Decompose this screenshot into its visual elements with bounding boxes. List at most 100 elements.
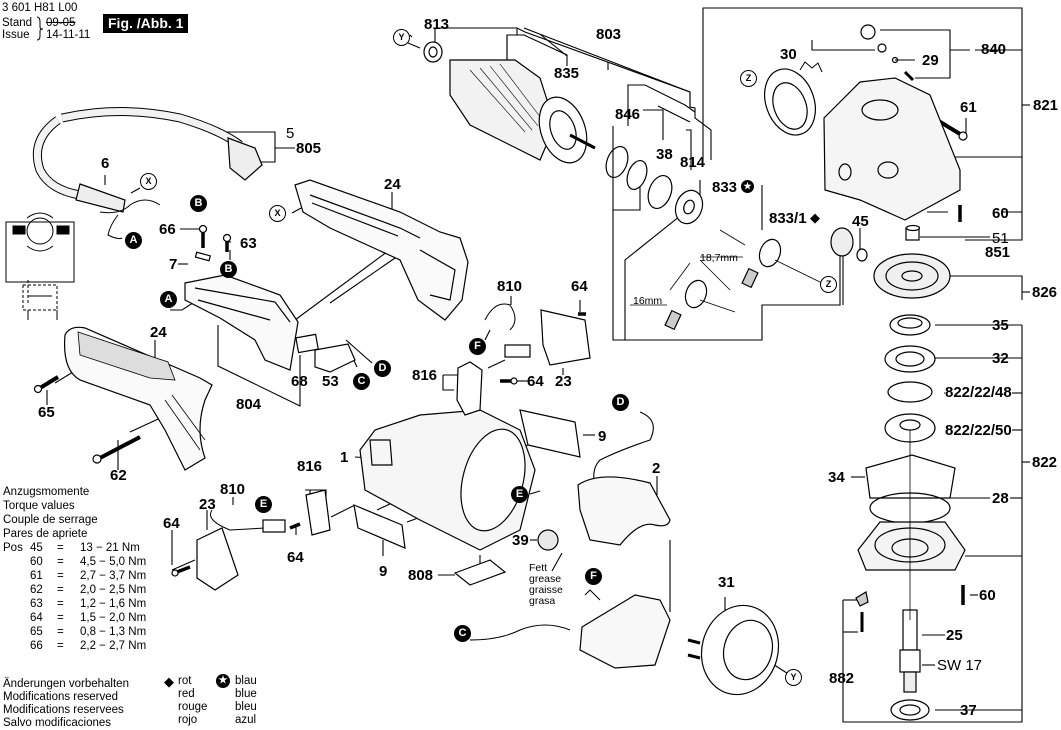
- part-label-7: 7: [169, 256, 178, 273]
- part-label-23-top: 23: [555, 373, 572, 390]
- connector-b-cord: B: [190, 195, 207, 212]
- connector-f-coil: F: [585, 568, 602, 585]
- torque-value: 2,7 − 3,7 Nm: [80, 570, 147, 582]
- blue-star-icon: ★: [741, 180, 754, 193]
- torque-equals: =: [57, 556, 64, 568]
- part-label-803: 803: [596, 26, 622, 43]
- spindle-assembly-822: [855, 314, 966, 721]
- torque-pos: 45: [30, 542, 43, 554]
- connector-d-coil: D: [612, 394, 629, 411]
- part-label-sw17: SW 17: [937, 657, 983, 674]
- part-label-2: 2: [652, 460, 661, 477]
- part-label-9-top: 9: [598, 428, 607, 445]
- torque-value: 2,0 − 2,5 Nm: [80, 584, 147, 596]
- part-label-31: 31: [718, 574, 735, 591]
- grease-note-en: grease: [529, 573, 562, 585]
- part-label-810-bottom: 810: [220, 481, 246, 498]
- part-label-34: 34: [828, 469, 845, 486]
- grease-note-es: grasa: [529, 595, 556, 607]
- marker-x-handle: X: [269, 205, 286, 222]
- part-label-833: 833: [712, 179, 738, 196]
- torque-value: 13 − 21 Nm: [80, 542, 140, 554]
- torque-equals: =: [57, 640, 64, 652]
- torque-title-es: Pares de apriete: [3, 528, 88, 540]
- connector-c-coil: C: [454, 625, 471, 642]
- torque-pos: 61: [30, 570, 43, 582]
- marker-y-top: Y: [393, 29, 410, 46]
- part-label-835: 835: [554, 65, 580, 82]
- power-cord-drawing: [32, 107, 263, 240]
- torque-pos: 62: [30, 584, 43, 596]
- modifications-es: Salvo modificaciones: [3, 717, 112, 729]
- part-label-64-brush: 64: [527, 373, 544, 390]
- part-label-813: 813: [424, 16, 450, 33]
- torque-title-en: Torque values: [3, 500, 75, 512]
- part-label-814: 814: [680, 154, 706, 171]
- dimension-18-7mm: 18,7mm: [700, 252, 738, 264]
- connector-b-switch: B: [220, 261, 237, 278]
- blue-label-de: blau: [235, 675, 257, 687]
- red-label-de: rot: [178, 675, 192, 687]
- part-label-840: 840: [981, 41, 1007, 58]
- part-label-38: 38: [656, 146, 673, 163]
- red-label-es: rojo: [178, 714, 198, 726]
- part-label-6: 6: [101, 155, 110, 172]
- part-label-35: 35: [992, 317, 1009, 334]
- connector-c-switch: C: [353, 373, 370, 390]
- torque-pos: 65: [30, 626, 43, 638]
- connector-e-coil: E: [511, 486, 528, 503]
- part-label-5: 5: [286, 125, 295, 142]
- part-label-882: 882: [829, 670, 855, 687]
- part-label-822-22-50: 822/22/50: [945, 422, 1012, 439]
- torque-equals: =: [57, 542, 64, 554]
- part-label-53: 53: [322, 373, 339, 390]
- stand-label: Stand: [2, 17, 33, 29]
- torque-equals: =: [57, 626, 64, 638]
- part-label-851: 851: [985, 244, 1011, 261]
- part-label-9-bottom: 9: [379, 563, 388, 580]
- torque-value: 1,5 − 2,0 Nm: [80, 612, 147, 624]
- part-label-64-cover: 64: [571, 278, 588, 295]
- part-label-60-housing: 60: [992, 205, 1009, 222]
- part-label-826: 826: [1032, 284, 1058, 301]
- armature-drawing: [423, 41, 596, 164]
- connector-d-switch: D: [374, 360, 391, 377]
- part-label-28: 28: [992, 490, 1009, 507]
- red-label-fr: rouge: [178, 701, 208, 713]
- part-label-833-1: 833/1: [769, 210, 807, 227]
- connector-a-switch: A: [160, 291, 177, 308]
- modifications-de: Änderungen vorbehalten: [3, 678, 129, 690]
- part-label-45: 45: [852, 213, 869, 230]
- part-label-60-spindle: 60: [979, 587, 996, 604]
- part-label-64-left: 64: [163, 515, 180, 532]
- part-label-822-22-48: 822/22/48: [945, 384, 1012, 401]
- torque-equals: =: [57, 584, 64, 596]
- torque-pos: 64: [30, 612, 43, 624]
- connector-f-brush: F: [469, 338, 486, 355]
- part-label-51: 51: [992, 230, 1009, 247]
- rear-handle-drawing: [294, 179, 469, 321]
- part-label-63: 63: [240, 235, 257, 252]
- part-label-816-bottom: 816: [297, 458, 323, 475]
- marker-z-bearing: Z: [820, 276, 837, 293]
- torque-equals: =: [57, 612, 64, 624]
- part-label-846: 846: [615, 106, 641, 123]
- issue-date: 14-11-11: [46, 29, 91, 41]
- part-label-29: 29: [922, 52, 939, 69]
- dimension-16mm: 16mm: [633, 295, 663, 307]
- torque-value: 0,8 − 1,3 Nm: [80, 626, 147, 638]
- star-circle-icon: ★: [216, 674, 230, 688]
- part-label-65: 65: [38, 404, 55, 421]
- gear-housing-drawing: [764, 24, 961, 262]
- part-label-64-mid: 64: [287, 549, 304, 566]
- part-label-805: 805: [296, 140, 322, 157]
- torque-equals: =: [57, 570, 64, 582]
- diamond-icon: ◆: [164, 674, 174, 689]
- part-label-39: 39: [512, 532, 529, 549]
- torque-pos-label: Pos: [3, 542, 23, 554]
- modifications-en: Modifications reserved: [3, 691, 119, 703]
- part-label-23-bottom: 23: [199, 496, 216, 513]
- figure-label: Fig. /Abb. 1: [103, 14, 189, 33]
